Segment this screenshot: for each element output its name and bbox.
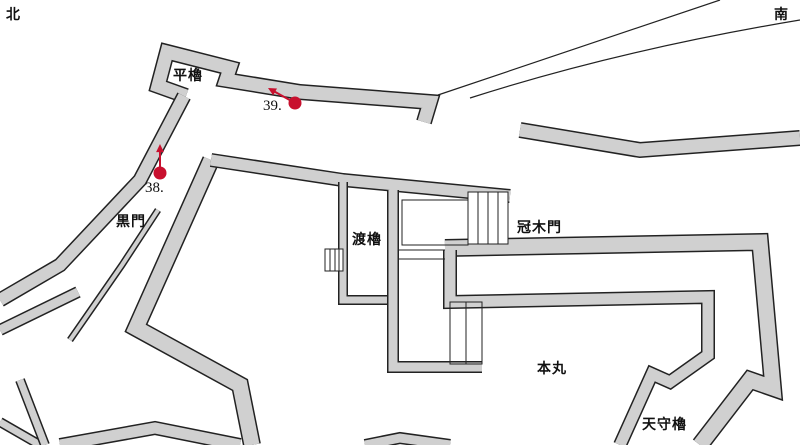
arrow-head-icon (156, 144, 164, 153)
marker-38 (153, 144, 167, 180)
kuro-mon-label: 黒門 (116, 214, 146, 230)
north-label: 北 (6, 7, 21, 23)
kabuki-mon-label: 冠木門 (517, 220, 562, 236)
camera-position-dot (288, 96, 302, 110)
stairs (324, 191, 509, 365)
thin-lines (437, 0, 800, 99)
camera-position-dot (153, 166, 167, 180)
watari-yagura-label: 渡櫓 (352, 232, 382, 248)
honmaru-label: 本丸 (537, 361, 567, 377)
south-label: 南 (774, 7, 789, 23)
east-outer-wall (444, 234, 782, 445)
south-wall-1 (0, 418, 42, 445)
south-wall-2 (59, 422, 242, 445)
hira-yagura-label: 平櫓 (173, 68, 203, 84)
marker-39-label: 39. (263, 98, 282, 114)
honmaru-west-wall (126, 156, 260, 445)
marker-39 (268, 88, 302, 110)
tenshu-yagura-label: 天守櫓 (642, 417, 687, 433)
west-diag-wall (16, 378, 49, 445)
north-wall (150, 44, 439, 124)
gate-wall (388, 190, 482, 372)
honmaru-north-wall (210, 154, 511, 202)
west-lower-wall (0, 287, 80, 335)
kuro-mon-wall (68, 208, 160, 342)
watari-yagura-wall (339, 182, 393, 304)
west-outer-wall (0, 93, 190, 306)
arrow-head-icon (268, 88, 277, 96)
southeast-wall (518, 123, 800, 157)
marker-38-label: 38. (145, 180, 164, 196)
south-wall-3 (364, 433, 451, 445)
